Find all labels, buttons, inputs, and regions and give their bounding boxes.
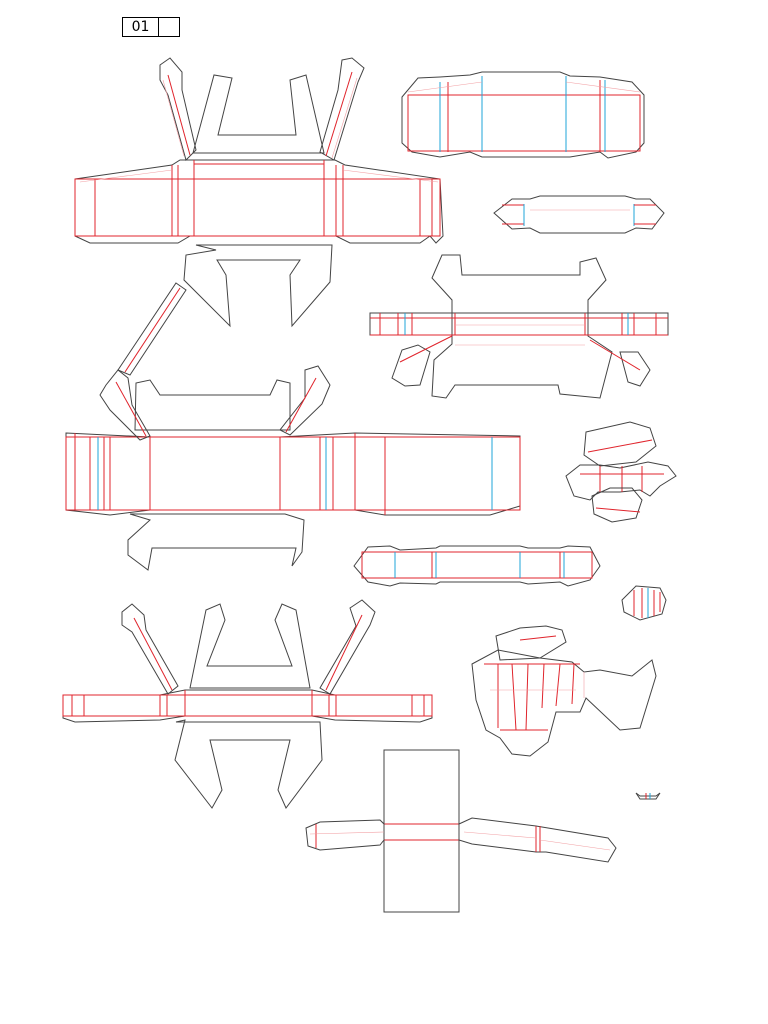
head-assembly (471, 625, 657, 757)
cross-piece (305, 749, 617, 913)
tiny-fan (621, 585, 667, 621)
tiny-strip (635, 792, 661, 800)
small-band (493, 195, 665, 234)
page-number-box: 01 (122, 17, 180, 37)
page-number: 01 (123, 18, 159, 36)
small-cluster (565, 421, 677, 523)
bone-piece (369, 254, 669, 399)
middle-band (353, 545, 601, 587)
head-band-top (401, 71, 645, 159)
body-piece-a (74, 57, 444, 328)
body-piece-c (62, 599, 433, 809)
body-piece-b (65, 282, 521, 571)
